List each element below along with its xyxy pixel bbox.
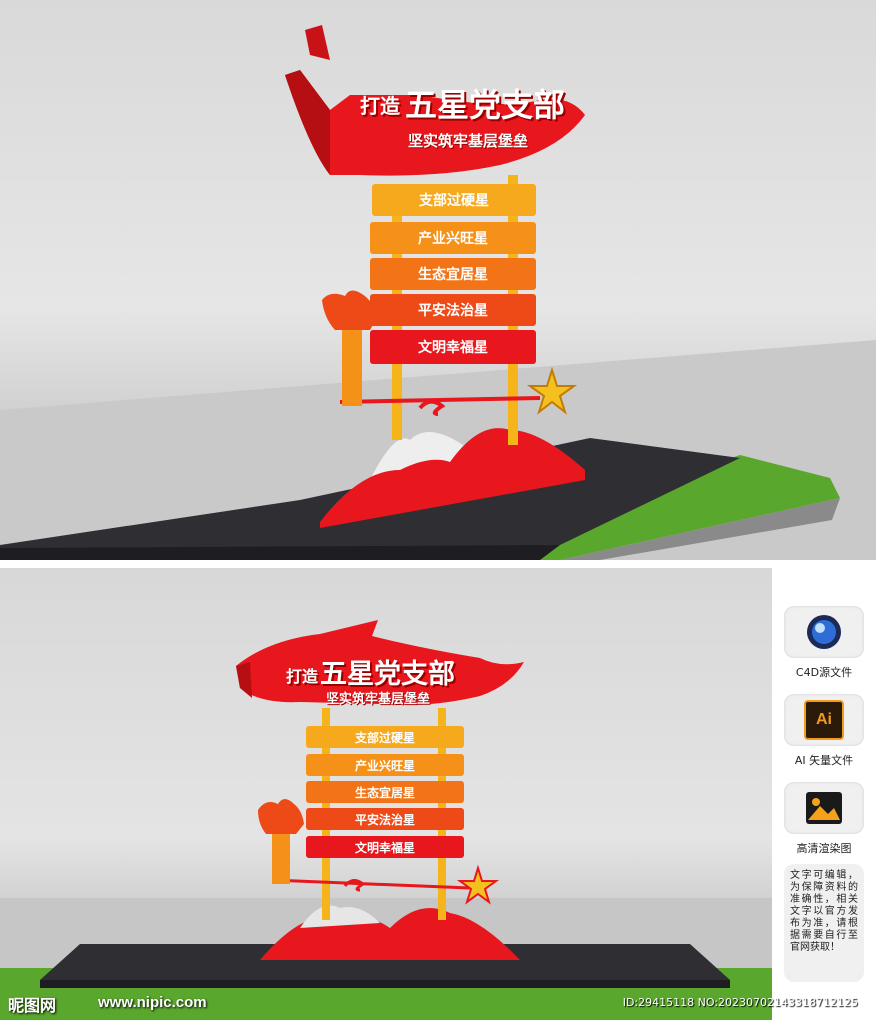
red-mountains	[320, 428, 585, 528]
flag-title-prefix: 打造	[360, 94, 400, 118]
torch-flame	[322, 290, 378, 330]
ai-icon: Ai	[804, 700, 844, 740]
watermark-url: www.nipic.com	[98, 994, 207, 1011]
grass-edge	[560, 498, 840, 560]
flag-side	[285, 70, 330, 175]
flag-title-main: 五星党支部	[405, 86, 566, 124]
render-card	[784, 782, 864, 834]
plank-3: 生态宜居星	[306, 781, 464, 803]
flag-subtitle: 坚实筑牢基层堡垒	[326, 692, 431, 707]
image-icon	[806, 792, 842, 824]
ribbon-line	[271, 878, 471, 890]
render-label: 高清渲染图	[796, 842, 852, 855]
flag-title-main: 五星党支部	[320, 659, 455, 690]
ai-icon-text: Ai	[816, 711, 832, 728]
ribbon-line	[339, 396, 541, 404]
marble-base	[40, 944, 730, 980]
plank-4: 平安法治星	[306, 808, 464, 830]
plank-2: 产业兴旺星	[306, 754, 464, 776]
white-mountain	[300, 905, 380, 928]
plank-2: 产业兴旺星	[370, 222, 536, 254]
flag-shape	[236, 620, 524, 705]
c4d-icon	[807, 615, 841, 649]
flag-shape	[285, 70, 585, 176]
ai-card: Ai	[784, 694, 864, 746]
top-render-panel: 打造 五星党支部 坚实筑牢基层堡垒 支部过硬星 产业兴旺星 生态宜居星 平安法治…	[0, 0, 876, 560]
plank-3: 生态宜居星	[370, 258, 536, 290]
torch-flame	[258, 799, 304, 834]
flag-tip	[305, 25, 330, 60]
marble-base-front	[40, 980, 730, 988]
plank-1: 支部过硬星	[372, 184, 536, 216]
image-id-text: ID:29415118 NO:20230702143318712125	[622, 996, 858, 1009]
cloud-swirl	[418, 399, 446, 416]
top-scene-art	[0, 25, 876, 560]
flag-subtitle: 坚实筑牢基层堡垒	[408, 132, 529, 150]
torch-pillar	[342, 328, 362, 406]
plank-5: 文明幸福星	[370, 330, 536, 364]
torch-pillar	[272, 830, 290, 884]
plank-4: 平安法治星	[370, 294, 536, 326]
plank-5: 文明幸福星	[306, 836, 464, 858]
star-icon	[456, 864, 500, 905]
plank-1: 支部过硬星	[306, 726, 464, 748]
flag-title-prefix: 打造	[286, 667, 319, 686]
c4d-card	[784, 606, 864, 658]
cloud-swirl	[343, 879, 366, 892]
c4d-label: C4D源文件	[795, 666, 853, 679]
flag-side	[236, 662, 252, 698]
editable-text-notice: 文字可编辑，为保障资料的准确性，相关文字以官方发布为准，请根据需要自行至官网获取…	[784, 864, 864, 982]
bottom-scene-art	[0, 620, 772, 1020]
marble-base-front	[0, 545, 560, 560]
watermark-logo: 昵图网	[8, 996, 57, 1015]
ai-label: AI 矢量文件	[794, 754, 854, 767]
bottom-render-panel: 打造 五星党支部 坚实筑牢基层堡垒 支部过硬星 产业兴旺星 生态宜居星 平安法治…	[0, 568, 772, 1020]
star-icon	[526, 366, 578, 415]
